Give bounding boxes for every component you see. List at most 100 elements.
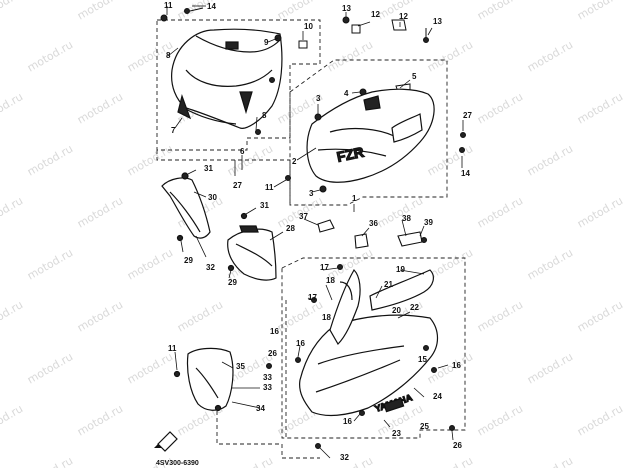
part-callout: 8 — [166, 51, 171, 60]
leader-lines — [166, 5, 464, 459]
watermark-text: motod.ru — [525, 350, 575, 386]
part-callout: 18 — [326, 276, 335, 285]
part-callout: 4 — [344, 89, 349, 98]
watermark-text: motod.ru — [0, 90, 25, 126]
part-callout: 14 — [461, 169, 470, 178]
part-callout: 3 — [309, 189, 314, 198]
watermark-text: motod.ru — [25, 38, 75, 74]
part-callout: 12 — [399, 12, 408, 21]
diagram-code: 4SV300-6390 — [156, 460, 199, 467]
part-callout: 27 — [463, 111, 472, 120]
duct-bracket — [173, 347, 234, 412]
watermark-text: motod.ru — [475, 194, 525, 230]
watermark-text: motod.ru — [325, 38, 375, 74]
watermark-text: motod.ru — [25, 246, 75, 282]
upper-fairing-box — [156, 19, 321, 151]
watermark-text: motod.ru — [25, 350, 75, 386]
part-callout: 38 — [402, 214, 411, 223]
part-callout: 16 — [452, 361, 461, 370]
lower-cowl-box — [281, 257, 466, 439]
direction-arrow — [154, 431, 178, 452]
part-callout: 26 — [268, 349, 277, 358]
watermark-text: motod.ru — [0, 194, 25, 230]
bracket-line-2 — [281, 444, 320, 459]
lower-cowl: YAMAHA — [299, 269, 439, 417]
part-callout: 23 — [392, 429, 401, 438]
part-callout: 18 — [322, 313, 331, 322]
lower-cowl-fasteners — [266, 264, 455, 449]
watermark-text: motod.ru — [575, 194, 625, 230]
part-callout: 1 — [352, 194, 357, 203]
group-boxes — [156, 19, 466, 459]
part-callout: 33 — [263, 373, 272, 382]
part-callout: 19 — [396, 265, 405, 274]
watermark-text: motod.ru — [125, 142, 175, 178]
watermark-text: motod.ru — [25, 454, 75, 468]
inner-panel-left — [161, 172, 211, 242]
watermark-text: motod.ru — [525, 454, 575, 468]
watermark-text: motod.ru — [475, 402, 525, 438]
part-callout: 21 — [384, 280, 393, 289]
watermark-text: motod.ru — [175, 298, 225, 334]
part-callout: 31 — [260, 201, 269, 210]
watermark-text: motod.ru — [125, 246, 175, 282]
watermark-text: motod.ru — [75, 194, 125, 230]
part-callout: 3 — [316, 94, 321, 103]
watermark-text: motod.ru — [525, 38, 575, 74]
part-callout: 5 — [412, 72, 417, 81]
part-callout: 14 — [207, 2, 216, 11]
part-callout: 30 — [208, 193, 217, 202]
watermark-text: motod.ru — [0, 298, 25, 334]
upper-fairing — [171, 28, 283, 129]
part-callout: 7 — [171, 126, 176, 135]
part-callout: 29 — [184, 256, 193, 265]
watermark-text: motod.ru — [75, 0, 125, 23]
part-callout: 20 — [392, 306, 401, 315]
watermark-text: motod.ru — [275, 0, 325, 23]
part-callout: 27 — [233, 181, 242, 190]
part-callout: 25 — [420, 422, 429, 431]
part-callout: 15 — [418, 355, 427, 364]
watermark-text: motod.ru — [525, 142, 575, 178]
watermark-text: motod.ru — [25, 142, 75, 178]
part-callout: 16 — [343, 417, 352, 426]
part-callout: 17 — [320, 263, 329, 272]
part-callout: 36 — [369, 219, 378, 228]
part-callout: 13 — [342, 4, 351, 13]
watermark-text: motod.ru — [125, 350, 175, 386]
watermark-text: motod.ru — [475, 90, 525, 126]
watermark-text: motod.ru — [175, 0, 225, 23]
watermark-text: motod.ru — [475, 298, 525, 334]
inner-panel-right — [227, 212, 277, 281]
watermark-text: motod.ru — [75, 402, 125, 438]
part-callout: 22 — [410, 303, 419, 312]
watermark-text: motod.ru — [575, 0, 625, 23]
part-callout: 16 — [270, 327, 279, 336]
part-callout: 10 — [304, 22, 313, 31]
watermark-text: motod.ru — [575, 298, 625, 334]
part-callout: 16 — [296, 339, 305, 348]
watermark-text: motod.ru — [375, 194, 425, 230]
mid-brackets — [317, 219, 428, 249]
watermark-text: motod.ru — [575, 402, 625, 438]
part-callout: 8 — [262, 111, 267, 120]
part-callout: 37 — [299, 212, 308, 221]
watermark-text: motod.ru — [475, 0, 525, 23]
watermark-text: motod.ru — [0, 402, 25, 438]
part-callout: 11 — [265, 183, 274, 192]
side-cover-box — [289, 59, 448, 206]
side-cover: FZR — [306, 88, 435, 183]
part-callout: 11 — [164, 1, 173, 10]
part-callout: 6 — [240, 147, 245, 156]
watermark-text: motod.ru — [425, 454, 475, 468]
watermark-text: motod.ru — [75, 90, 125, 126]
watermark-text: motod.ru — [525, 246, 575, 282]
part-callout: 39 — [424, 218, 433, 227]
watermark-text: motod.ru — [325, 454, 375, 468]
part-callout: 12 — [371, 10, 380, 19]
part-callout: 26 — [453, 441, 462, 450]
watermark-text: motod.ru — [225, 454, 275, 468]
part-callout: 11 — [168, 344, 177, 353]
